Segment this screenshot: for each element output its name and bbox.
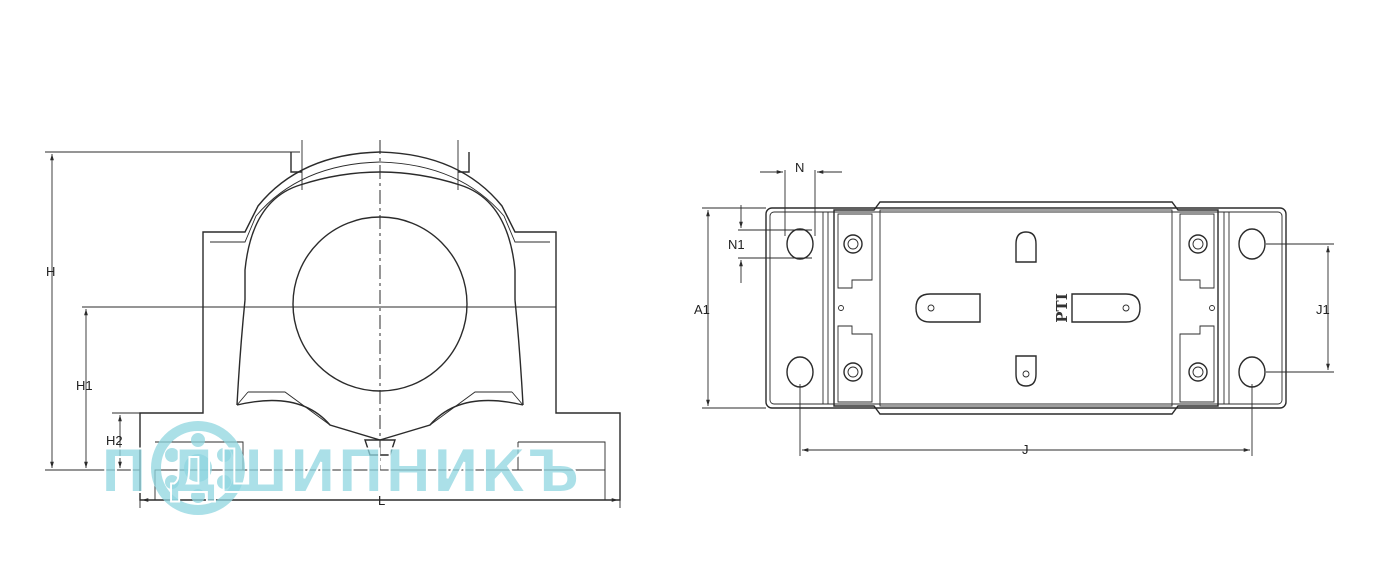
dim-label-a1: A1 <box>694 302 710 317</box>
bolt-hole-icon <box>843 234 1208 382</box>
mounting-slot-icon <box>786 228 1266 388</box>
front-view: H H1 H2 L <box>45 140 621 508</box>
top-view: PTI N N1 A1 J1 J <box>694 160 1334 457</box>
dim-label-h: H <box>46 264 55 279</box>
base-outline <box>765 207 1287 409</box>
brand-mark: PTI <box>1053 293 1071 322</box>
watermark: П ДШИПНИКЪ <box>99 421 581 515</box>
bearing-icon <box>151 421 245 515</box>
dim-label-l: L <box>378 493 385 508</box>
housing-body <box>833 201 1219 415</box>
dim-label-h1: H1 <box>76 378 93 393</box>
dim-label-j: J <box>1022 442 1029 457</box>
dim-label-h2: H2 <box>106 433 123 448</box>
dim-label-j1: J1 <box>1316 302 1330 317</box>
watermark-text: П ДШИПНИКЪ <box>100 437 580 507</box>
dim-label-n1: N1 <box>728 237 745 252</box>
dim-label-n: N <box>795 160 804 175</box>
